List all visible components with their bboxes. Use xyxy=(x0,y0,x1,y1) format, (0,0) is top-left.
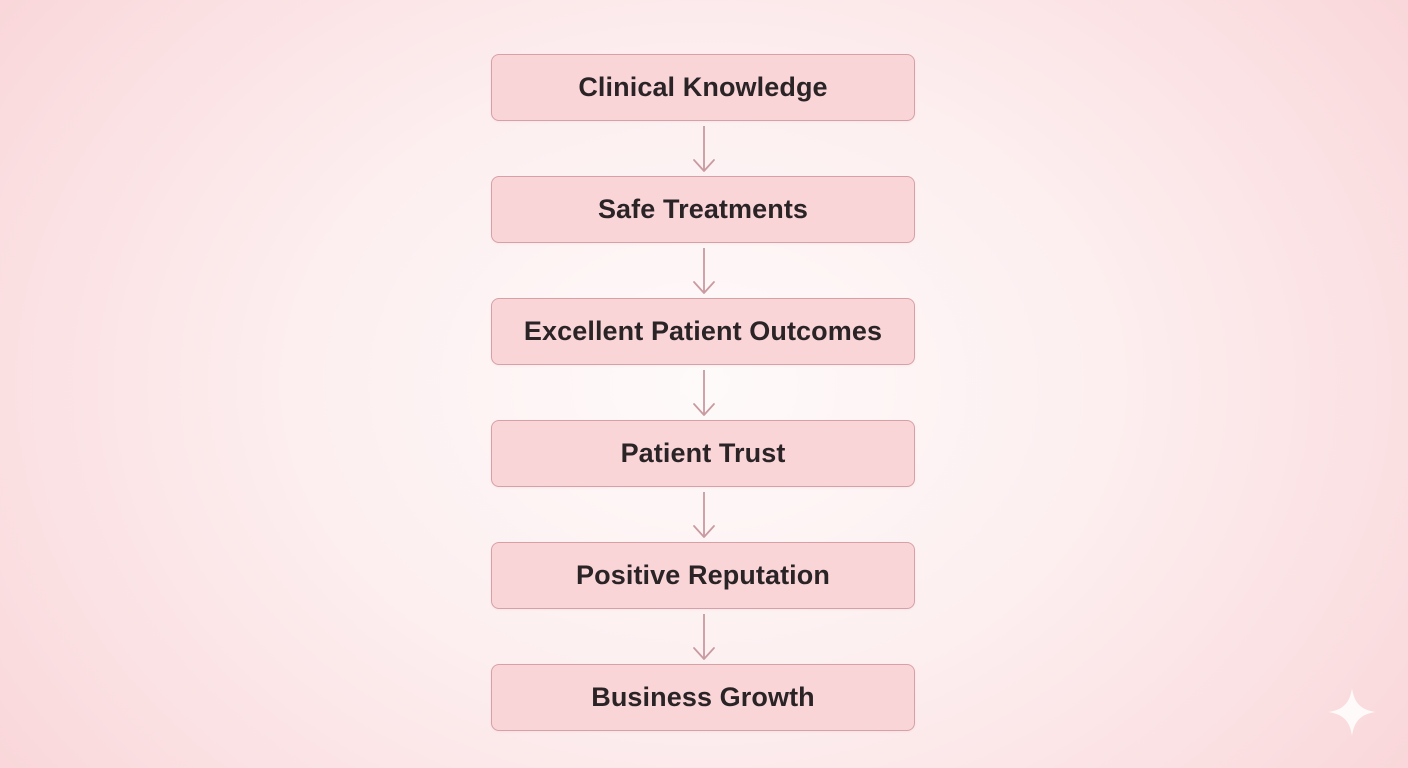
sparkle-icon xyxy=(1328,688,1376,736)
down-arrow-icon xyxy=(693,126,715,172)
step-label: Clinical Knowledge xyxy=(578,72,828,102)
step-clinical-knowledge: Clinical Knowledge xyxy=(491,54,915,121)
step-label: Patient Trust xyxy=(620,438,786,468)
step-patient-trust: Patient Trust xyxy=(491,420,915,487)
step-label: Excellent Patient Outcomes xyxy=(523,316,883,346)
step-label: Safe Treatments xyxy=(597,194,809,224)
step-safe-treatments: Safe Treatments xyxy=(491,176,915,243)
step-business-growth: Business Growth xyxy=(491,664,915,731)
down-arrow-icon xyxy=(693,492,715,538)
step-excellent-patient-outcomes: Excellent Patient Outcomes xyxy=(491,298,915,365)
step-label: Positive Reputation xyxy=(576,560,830,590)
down-arrow-icon xyxy=(693,614,715,660)
down-arrow-icon xyxy=(693,248,715,294)
step-positive-reputation: Positive Reputation xyxy=(491,542,915,609)
step-label: Business Growth xyxy=(591,682,815,712)
down-arrow-icon xyxy=(693,370,715,416)
